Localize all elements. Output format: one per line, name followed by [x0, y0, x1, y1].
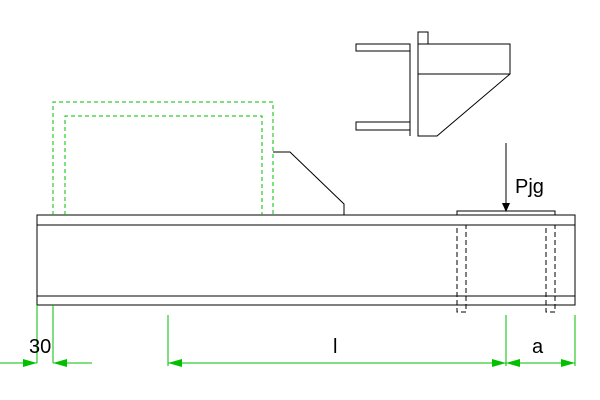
clamp-detail-view	[355, 31, 511, 137]
overhang-dimension-label: a	[532, 336, 544, 358]
load-arrow	[502, 143, 510, 212]
phantom-container	[52, 101, 274, 215]
load-label: Pjg	[515, 176, 544, 198]
offset-dimension	[0, 305, 92, 367]
support-bracket	[273, 151, 345, 215]
clamp-bolt-left	[456, 224, 467, 313]
clamp-bolt-right	[545, 224, 556, 313]
main-beam	[36, 214, 576, 306]
offset-dimension-label: 30	[29, 336, 51, 358]
overhang-dimension	[506, 315, 576, 367]
span-dimension	[167, 315, 507, 367]
span-dimension-label: l	[333, 336, 337, 358]
